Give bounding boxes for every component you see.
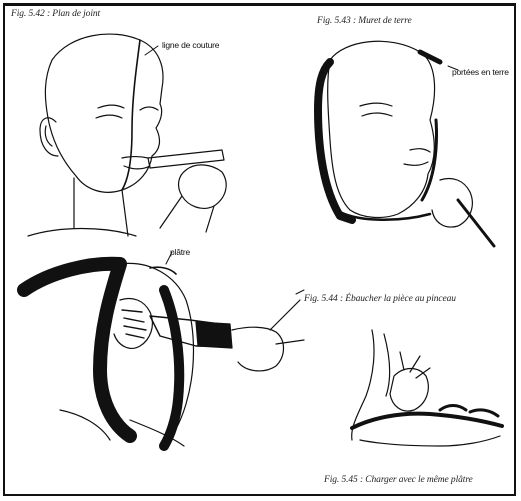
- brush-plaster-illustration: [24, 252, 304, 446]
- charge-plaster-illustration: [352, 330, 502, 446]
- figure-label-seam: ligne de couture: [162, 40, 219, 50]
- figure-caption-5-42: Fig. 5.42 : Plan de joint: [11, 9, 100, 19]
- figure-caption-5-44: Fig. 5.44 : Ébaucher la pièce au pinceau: [304, 294, 456, 304]
- figure-caption-5-43: Fig. 5.43 : Muret de terre: [317, 16, 412, 26]
- figure-caption-5-45: Fig. 5.45 : Charger avec le même plâtre: [324, 475, 473, 485]
- figure-label-plaster: plâtre: [170, 247, 190, 257]
- head-seam-illustration: [28, 34, 226, 236]
- figure-label-earth: portées en terre: [452, 67, 509, 77]
